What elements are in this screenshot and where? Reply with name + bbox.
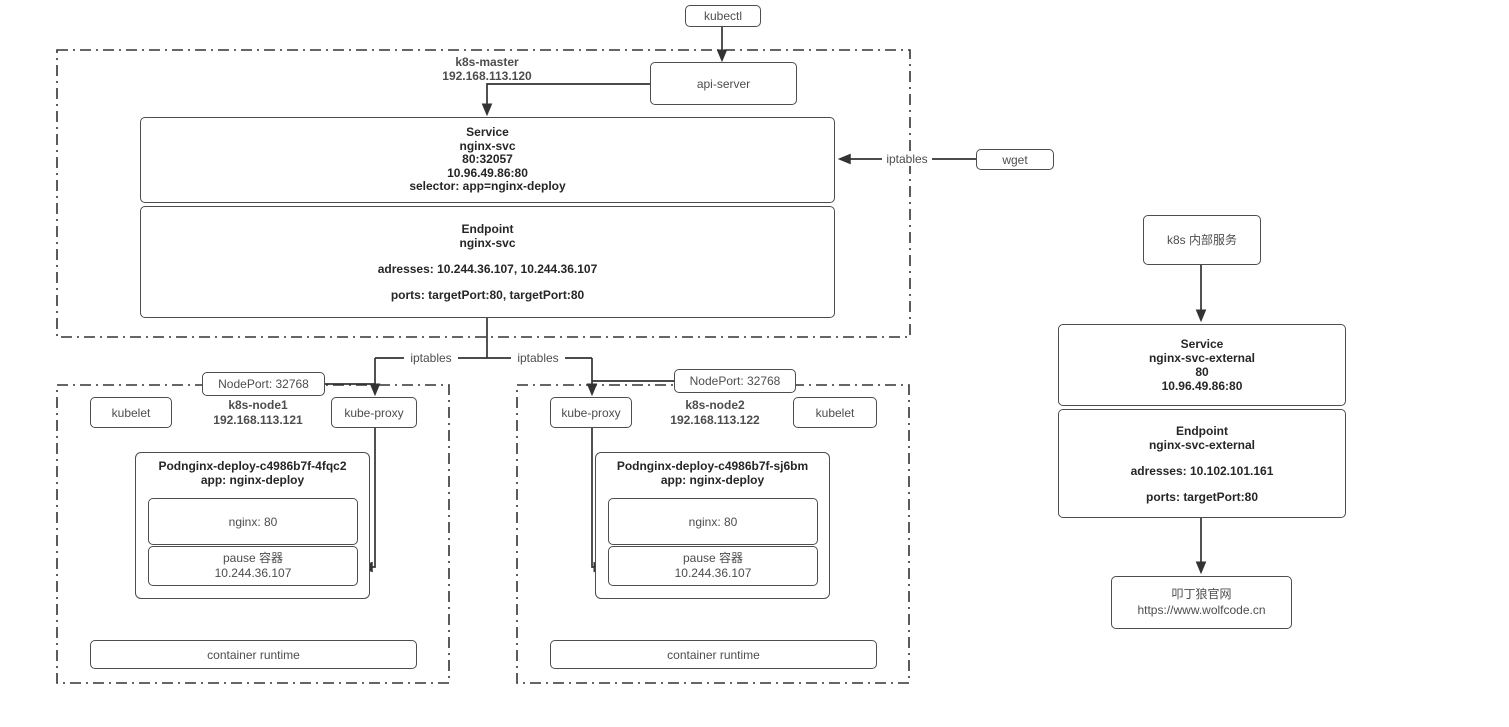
service-name: nginx-svc — [459, 138, 516, 153]
pause-label-node2: pause 容器 — [682, 551, 744, 565]
arrow-apiserver-service — [481, 83, 650, 117]
external-service-cluster-ip: 10.96.49.86:80 — [1161, 379, 1243, 393]
service-type: Service — [466, 125, 509, 140]
service-port-mapping: 80:32057 — [462, 152, 513, 167]
pod1-app-label: app: nginx-deploy — [200, 473, 305, 487]
master-dashed-border — [56, 49, 911, 338]
container-runtime-box-node1: container runtime — [90, 640, 417, 669]
kubelet-box-node2: kubelet — [793, 397, 877, 428]
api-server-label: api-server — [696, 76, 751, 91]
endpoint-addresses: adresses: 10.244.36.107, 10.244.36.107 — [377, 262, 598, 276]
nginx-container-box-node1: nginx: 80 — [148, 498, 358, 545]
external-endpoint-box: Endpoint nginx-svc-external adresses: 10… — [1058, 409, 1346, 518]
service-box: Service nginx-svc 80:32057 10.96.49.86:8… — [140, 117, 835, 203]
api-server-box: api-server — [650, 62, 797, 105]
node1-title: k8s-node1 192.168.113.121 — [178, 398, 338, 427]
pod1-title: Podnginx-deploy-c4986b7f-4fqc2 — [158, 459, 347, 473]
kubelet-label-node2: kubelet — [815, 405, 855, 420]
master-name: k8s-master — [455, 55, 519, 69]
kube-proxy-label-node2: kube-proxy — [561, 405, 621, 420]
service-cluster-ip: 10.96.49.86:80 — [447, 165, 528, 180]
nginx-label-node1: nginx: 80 — [228, 514, 278, 529]
external-service-type: Service — [1180, 337, 1224, 351]
node2-name: k8s-node2 — [685, 398, 745, 412]
endpoint-ports: ports: targetPort:80, targetPort:80 — [390, 288, 585, 302]
master-ip: 192.168.113.120 — [442, 68, 532, 83]
nginx-container-box-node2: nginx: 80 — [608, 498, 818, 545]
pod2-app-label: app: nginx-deploy — [660, 473, 765, 487]
pause-container-box-node2: pause 容器 10.244.36.107 — [608, 546, 818, 586]
external-endpoint-type: Endpoint — [1176, 423, 1228, 438]
node1-ip: 192.168.113.121 — [213, 412, 303, 427]
kubelet-box-node1: kubelet — [90, 397, 172, 428]
nodeport-label-node2: NodePort: 32768 — [689, 374, 781, 388]
kubectl-label: kubectl — [703, 9, 743, 23]
nodeport-box-node2: NodePort: 32768 — [674, 369, 796, 393]
website-name: 叩丁狼官网 — [1171, 587, 1232, 601]
container-runtime-label-node1: container runtime — [207, 647, 300, 662]
website-url: https://www.wolfcode.cn — [1137, 602, 1266, 617]
kubelet-label-node1: kubelet — [111, 405, 151, 420]
iptables-label-wget: iptables — [882, 152, 932, 166]
container-runtime-box-node2: container runtime — [550, 640, 877, 669]
external-service-port: 80 — [1195, 365, 1209, 379]
kube-proxy-label-node1: kube-proxy — [344, 405, 404, 420]
internal-service-label: k8s 内部服务 — [1166, 233, 1237, 247]
kube-proxy-box-node2: kube-proxy — [550, 397, 632, 428]
nginx-label-node2: nginx: 80 — [688, 514, 738, 529]
website-box: 叩丁狼官网 https://www.wolfcode.cn — [1111, 576, 1292, 629]
external-endpoint-name: nginx-svc-external — [1148, 437, 1256, 452]
endpoint-box: Endpoint nginx-svc adresses: 10.244.36.1… — [140, 206, 835, 318]
nodeport-box-node1: NodePort: 32768 — [202, 372, 325, 396]
kubectl-box: kubectl — [685, 5, 761, 27]
external-endpoint-addresses: adresses: 10.102.101.161 — [1130, 463, 1274, 478]
service-selector: selector: app=nginx-deploy — [409, 179, 566, 194]
external-endpoint-ports: ports: targetPort:80 — [1145, 489, 1258, 504]
node1-name: k8s-node1 — [228, 398, 288, 412]
endpoint-type: Endpoint — [461, 222, 514, 236]
external-service-box: Service nginx-svc-external 80 10.96.49.8… — [1058, 324, 1346, 406]
pause-label-node1: pause 容器 — [222, 551, 284, 565]
node2-ip: 192.168.113.122 — [670, 412, 760, 427]
external-service-name: nginx-svc-external — [1148, 351, 1256, 365]
pause-ip-node2: 10.244.36.107 — [674, 566, 752, 580]
nodeport-label-node1: NodePort: 32768 — [218, 377, 309, 391]
pause-ip-node1: 10.244.36.107 — [214, 566, 292, 580]
container-runtime-label-node2: container runtime — [667, 647, 760, 662]
pod2-title: Podnginx-deploy-c4986b7f-sj6bm — [616, 459, 809, 473]
pause-container-box-node1: pause 容器 10.244.36.107 — [148, 546, 358, 586]
internal-service-box: k8s 内部服务 — [1143, 215, 1261, 265]
endpoint-name: nginx-svc — [459, 236, 516, 250]
kube-proxy-box-node1: kube-proxy — [331, 397, 417, 428]
node2-title: k8s-node2 192.168.113.122 — [635, 398, 795, 427]
wget-label: wget — [1002, 152, 1028, 167]
iptables-label-node1: iptables — [404, 351, 458, 365]
iptables-label-node2: iptables — [511, 351, 565, 365]
wget-box: wget — [976, 149, 1054, 170]
master-title: k8s-master 192.168.113.120 — [387, 55, 587, 83]
